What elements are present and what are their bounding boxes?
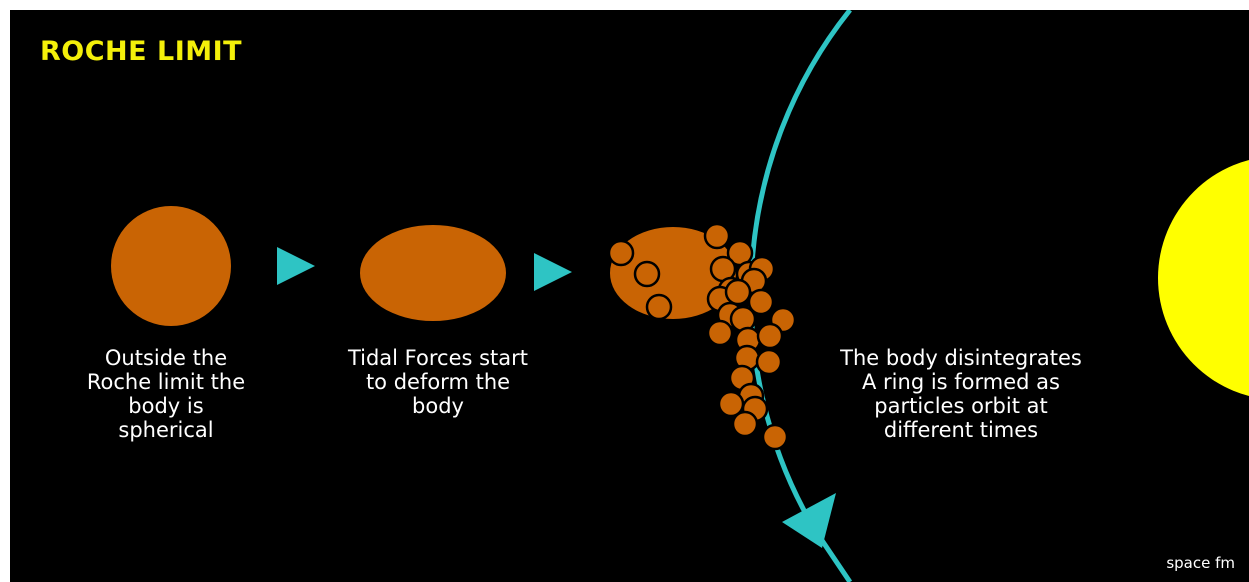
particle (763, 425, 787, 449)
diagram-art (10, 10, 1249, 582)
particle (705, 224, 729, 248)
planet (1158, 156, 1249, 400)
caption-stage-2: Tidal Forces start to deform the body (318, 346, 558, 418)
particle (647, 295, 671, 319)
particle (757, 350, 781, 374)
particle (708, 321, 732, 345)
body-spherical (111, 206, 231, 326)
particle (609, 241, 633, 265)
page-title: ROCHE LIMIT (40, 36, 242, 67)
particle (733, 412, 757, 436)
particle (758, 324, 782, 348)
particle (635, 262, 659, 286)
body-deformed (360, 225, 506, 321)
orbit-direction-arrowhead-icon (782, 493, 836, 548)
stage-arrow-1-triangle-right-icon (277, 247, 315, 285)
caption-stage-1: Outside the Roche limit the body is sphe… (66, 346, 266, 442)
particle (726, 280, 750, 304)
brand-logo: space fm (1166, 554, 1235, 572)
caption-stage-3: The body disintegrates A ring is formed … (806, 346, 1116, 442)
stage-arrow-2-triangle-right-icon (534, 253, 572, 291)
diagram-canvas: ROCHE LIMIT Outside the Roche limit the … (10, 10, 1249, 582)
